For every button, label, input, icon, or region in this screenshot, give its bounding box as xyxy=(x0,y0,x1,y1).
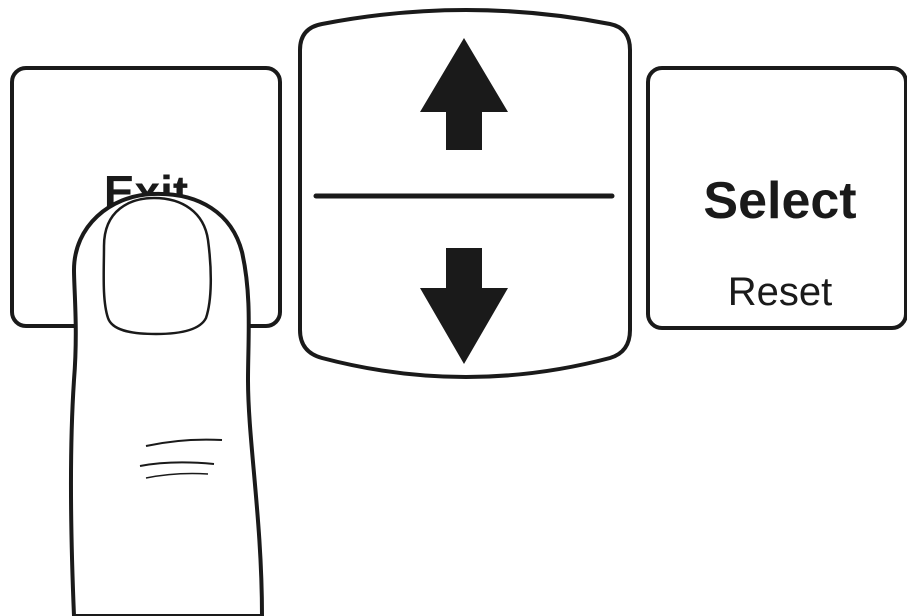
up-down-key[interactable] xyxy=(300,10,630,377)
fingernail xyxy=(104,198,211,334)
select-key[interactable]: Select Reset xyxy=(648,68,906,328)
select-key-label: Select xyxy=(703,172,856,230)
finger-illustration xyxy=(71,194,262,616)
reset-key-sublabel: Reset xyxy=(728,270,833,314)
